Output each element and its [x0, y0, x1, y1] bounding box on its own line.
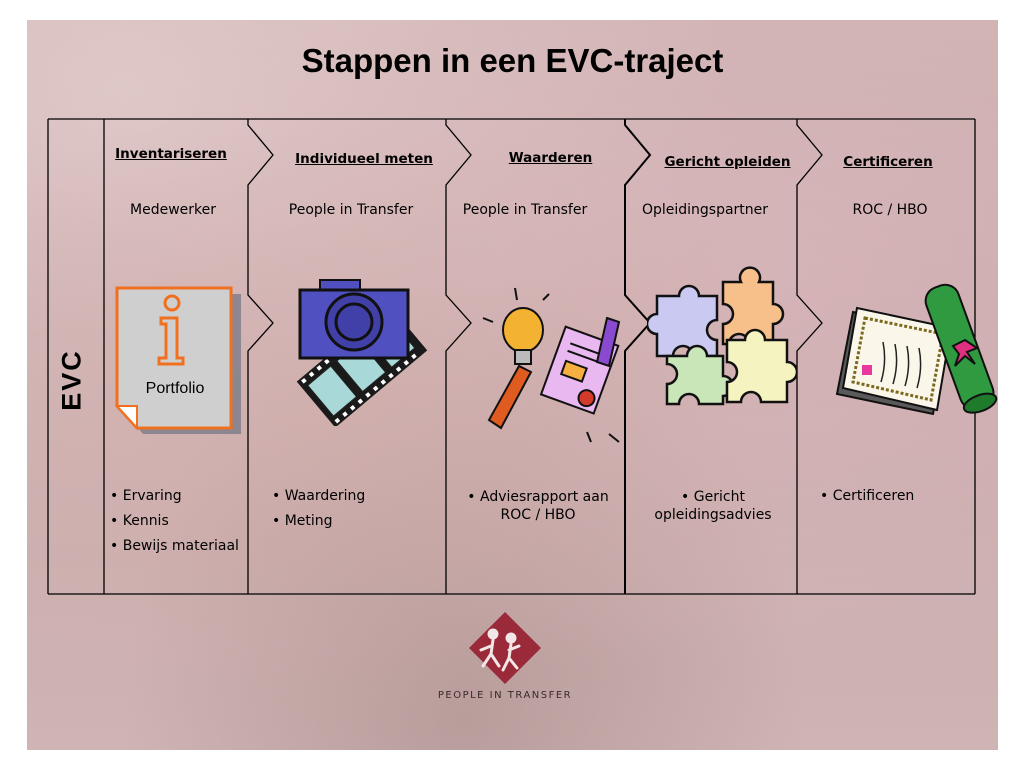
certificate-icon	[835, 283, 998, 416]
list-item: Certificeren	[820, 488, 915, 504]
info-portfolio-icon	[114, 286, 241, 434]
step-actor-medewerker: Medewerker	[130, 202, 216, 218]
bullets-gericht-opleiden: Gericht opleidingsadvies	[645, 488, 781, 524]
bullets-waarderen: Adviesrapport aan ROC / HBO	[463, 488, 613, 524]
page-title: Stappen in een EVC-traject	[301, 42, 724, 79]
process-diagram	[47, 118, 976, 595]
logo-text: PEOPLE IN TRANSFER	[437, 690, 573, 701]
portfolio-label: Portfolio	[145, 380, 205, 397]
evc-side-label: EVC	[52, 320, 92, 440]
bullets-individueel-meten: Waardering Meting	[272, 488, 366, 538]
list-item: Waardering	[272, 488, 366, 504]
list-item: Ervaring	[110, 488, 239, 504]
list-item: Bewijs materiaal	[110, 538, 239, 554]
people-in-transfer-logo	[469, 612, 541, 684]
bullets-inventariseren: Ervaring Kennis Bewijs materiaal	[110, 488, 239, 563]
step-title-gericht-opleiden: Gericht opleiden	[664, 154, 791, 170]
step-actor-opleidingspartner: Opleidingspartner	[641, 202, 769, 218]
lightbulb-diploma-icon	[482, 287, 621, 443]
step-title-waarderen: Waarderen	[508, 150, 593, 166]
step-actor-people-in-transfer-2: People in Transfer	[462, 202, 588, 218]
step-title-individueel-meten: Individueel meten	[295, 151, 433, 167]
puzzle-icon	[647, 266, 797, 406]
step-title-inventariseren: Inventariseren	[115, 146, 227, 162]
list-item: Kennis	[110, 513, 239, 529]
evc-label-text: EVC	[56, 349, 87, 411]
list-item: Adviesrapport aan ROC / HBO	[463, 488, 613, 524]
step-actor-roc-hbo: ROC / HBO	[852, 202, 928, 218]
bullets-certificeren: Certificeren	[820, 488, 915, 513]
step-title-certificeren: Certificeren	[843, 154, 933, 170]
step-actor-people-in-transfer: People in Transfer	[288, 202, 414, 218]
camera-film-icon	[296, 279, 428, 426]
list-item: Gericht opleidingsadvies	[645, 488, 781, 524]
slide: Stappen in een EVC-traject EVC Inventari…	[27, 20, 998, 750]
list-item: Meting	[272, 513, 365, 529]
